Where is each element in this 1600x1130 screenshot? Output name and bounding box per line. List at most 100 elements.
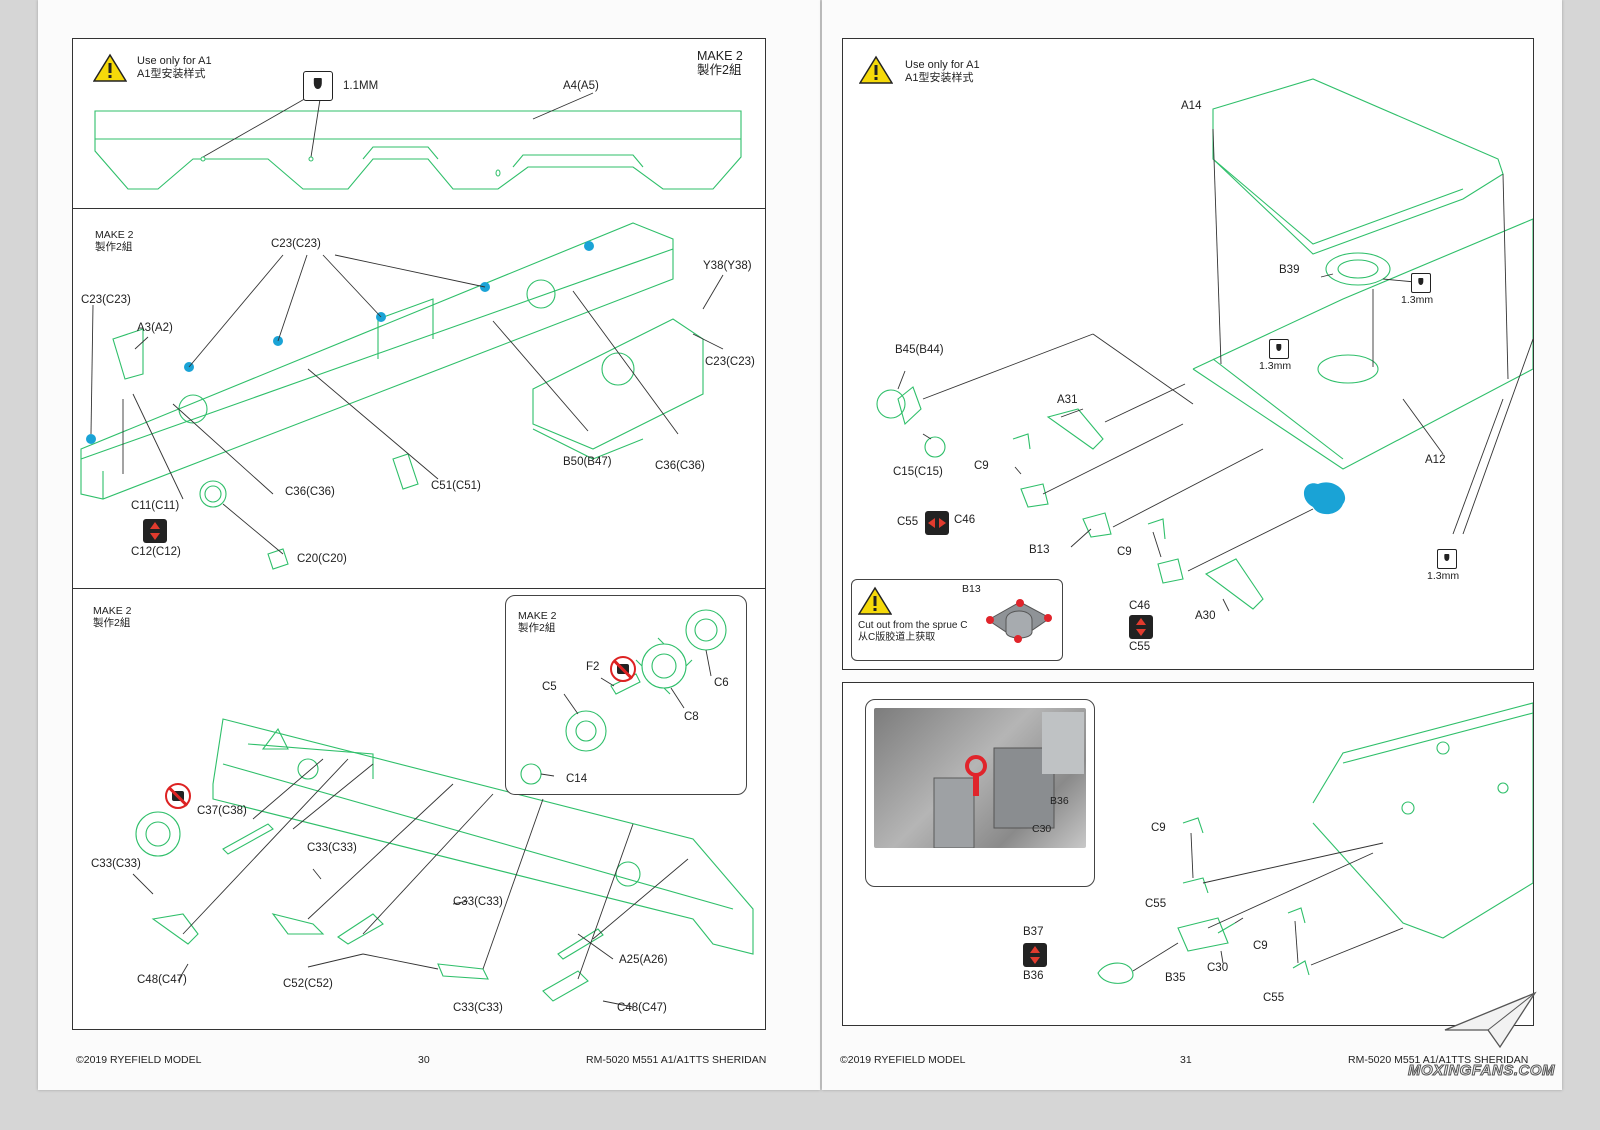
swap-arrows-icon <box>925 511 949 535</box>
drill-icon <box>1269 339 1289 359</box>
part-label-c20: C20(C20) <box>297 553 347 565</box>
part-label-b39: B39 <box>1279 264 1300 276</box>
highlight-part <box>1303 482 1346 515</box>
part-label-c46-a: C46 <box>954 514 976 526</box>
part-label-c9-b: C9 <box>1253 940 1268 952</box>
part-label-c55-a: C55 <box>1145 898 1167 910</box>
part-label-c9-b: C9 <box>1117 546 1132 558</box>
photo-label-b36: B36 <box>1050 795 1069 807</box>
part-label-c36-left: C36(C36) <box>285 486 335 498</box>
photo-label-c30: C30 <box>1032 823 1052 835</box>
part-label-c48-left: C48(C47) <box>137 974 187 986</box>
note-part-label: B13 <box>962 583 981 595</box>
make-label-en: MAKE 2 <box>697 49 743 63</box>
drill-icon <box>1437 549 1457 569</box>
part-label-c52: C52(C52) <box>283 978 333 990</box>
part-label-c23-right: C23(C23) <box>705 356 755 368</box>
bracket-drawing <box>1097 702 1533 984</box>
part-label-c33-c: C33(C33) <box>453 896 503 908</box>
no-glue-icon <box>610 656 636 682</box>
photo-detail <box>933 712 1084 848</box>
hull-plate-drawing <box>94 92 742 190</box>
b13-part-image <box>986 599 1052 643</box>
part-label-c55-b: C55 <box>1263 992 1285 1004</box>
part-label-c30: C30 <box>1207 962 1229 974</box>
footer-product: RM-5020 M551 A1/A1TTS SHERIDAN <box>586 1054 767 1066</box>
footer-copyright: ©2019 RYEFIELD MODEL <box>76 1054 202 1066</box>
drill-size-label: 1.1MM <box>343 80 379 92</box>
drill-icon <box>303 71 333 101</box>
part-label-b50: B50(B47) <box>563 456 612 468</box>
make-label-zh: 製作2組 <box>95 241 133 254</box>
make-label-zh: 製作2組 <box>93 617 131 630</box>
watermark-text: MOXINGFANS.COM <box>1407 1062 1556 1080</box>
photo-callout: B36 C30 <box>865 699 1095 887</box>
part-label-c15: C15(C15) <box>893 466 943 478</box>
warning-text-zh: A1型安装样式 <box>137 68 206 81</box>
part-label-c55-a: C55 <box>897 516 919 528</box>
part-label-c23-top: C23(C23) <box>271 238 321 250</box>
part-label-a31: A31 <box>1057 394 1078 406</box>
part-label-b45: B45(B44) <box>895 344 944 356</box>
sprocket-drawing <box>520 609 727 785</box>
paper-plane-logo <box>1444 991 1537 1049</box>
side-hull-drawing <box>80 222 724 570</box>
warning-text-en: Use only for A1 <box>905 59 980 71</box>
part-label-c37: C37(C38) <box>197 805 247 817</box>
inset-make-label-en: MAKE 2 <box>518 610 557 622</box>
part-label-c33-a: C33(C33) <box>91 858 141 870</box>
part-label-a3: A3(A2) <box>137 322 173 334</box>
part-label-c9-a: C9 <box>974 460 989 472</box>
drill-size-label-b: 1.3mm <box>1259 360 1292 372</box>
make-label-en: MAKE 2 <box>93 605 132 617</box>
warning-text-zh: A1型安装样式 <box>905 72 974 85</box>
part-label-b37: B37 <box>1023 926 1044 938</box>
footer-page-number: 31 <box>1180 1054 1192 1066</box>
note-text-zh: 从C版胶道上获取 <box>858 632 936 643</box>
swap-arrows-icon <box>1129 615 1153 639</box>
part-label-c14: C14 <box>566 773 588 785</box>
part-label-c12: C12(C12) <box>131 546 181 558</box>
part-label-c36-right: C36(C36) <box>655 460 705 472</box>
no-glue-icon <box>165 783 191 809</box>
warning-icon <box>859 55 893 84</box>
part-label-f2: F2 <box>586 661 600 673</box>
drill-icon <box>1411 273 1431 293</box>
swap-arrows-icon <box>1023 943 1047 967</box>
swap-arrows-icon <box>143 519 167 543</box>
part-label-c33-d: C33(C33) <box>453 1002 503 1014</box>
part-label-c51: C51(C51) <box>431 480 481 492</box>
part-label-y38: Y38(Y38) <box>703 260 752 272</box>
part-label-b35: B35 <box>1165 972 1186 984</box>
suspension-drawing <box>132 718 754 1008</box>
part-label-a14: A14 <box>1181 100 1202 112</box>
part-label-c8: C8 <box>684 711 699 723</box>
part-label-c55-b: C55 <box>1129 641 1151 653</box>
footer-copyright: ©2019 RYEFIELD MODEL <box>840 1054 966 1066</box>
part-label-a4: A4(A5) <box>563 80 599 92</box>
inset-make-label-zh: 製作2組 <box>518 622 556 635</box>
part-label-c5: C5 <box>542 681 557 693</box>
warning-text-en: Use only for A1 <box>137 55 212 67</box>
engine-deck-drawing <box>876 78 1533 612</box>
part-label-c46-b: C46 <box>1129 600 1151 612</box>
warning-icon <box>93 53 127 82</box>
part-label-a30: A30 <box>1195 610 1216 622</box>
part-label-a25: A25(A26) <box>619 954 668 966</box>
part-label-c48-right: C48(C47) <box>617 1002 667 1014</box>
drill-size-label-c: 1.3mm <box>1427 570 1460 582</box>
footer-page-number: 30 <box>418 1054 430 1066</box>
warning-icon <box>858 586 892 615</box>
make-label-zh: 製作2組 <box>697 63 742 78</box>
part-label-a12: A12 <box>1425 454 1446 466</box>
part-label-c33-b: C33(C33) <box>307 842 357 854</box>
footer-product: RM-5020 M551 A1/A1TTS SHERIDAN <box>1348 1054 1529 1066</box>
